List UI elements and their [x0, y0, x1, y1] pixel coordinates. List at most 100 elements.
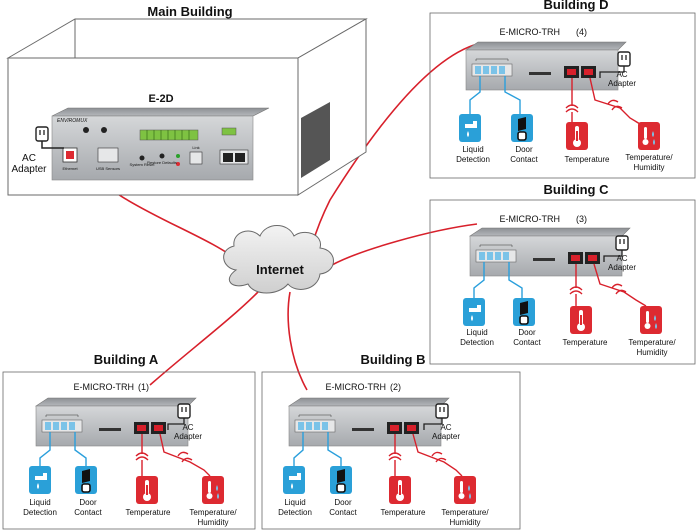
building-c-liquid-1: Liquid — [466, 328, 487, 337]
building-c-temperature-icon — [570, 306, 592, 334]
e2d-link-label: Link — [192, 145, 199, 150]
building-c-device: E-MICRO-TRH — [500, 214, 561, 224]
building-b-temperature: Temperature — [381, 508, 426, 517]
internet-label: Internet — [256, 262, 304, 277]
usb-port — [97, 147, 119, 163]
building-d-liquid-2: Detection — [456, 155, 490, 164]
building-a-door-1: Door — [79, 498, 97, 507]
link-c-internet — [331, 223, 478, 266]
building-b-title: Building B — [361, 352, 426, 367]
building-d-title: Building D — [544, 0, 609, 12]
building-c-liquid-icon — [463, 298, 485, 326]
main-ac-adapter-icon — [35, 126, 49, 142]
building-b-liquid-2: Detection — [278, 508, 312, 517]
building-c-door-1: Door — [518, 328, 536, 337]
building-d-adapter-1: AC — [616, 70, 627, 79]
building-b-temphum-2: Humidity — [449, 518, 480, 527]
building-c-device-num: (3) — [576, 214, 587, 224]
building-b-door-icon — [329, 465, 353, 495]
building-a-temperature-icon — [136, 476, 158, 504]
building-b-temperature-icon — [389, 476, 411, 504]
main-adapter-label-1: AC — [22, 153, 36, 164]
building-a-temperature: Temperature — [126, 508, 171, 517]
building-b-adapter-2: Adapter — [432, 432, 460, 441]
building-d-temperature-icon — [566, 122, 588, 150]
e2d-device: ENVIROMUX Ethernet USB Sensors System Re… — [51, 107, 270, 181]
building-d-adapter-icon — [617, 51, 631, 67]
building-c-temphum-icon — [640, 306, 662, 334]
main-building: Main Building E-2D — [6, 4, 368, 196]
building-c-temperature: Temperature — [563, 338, 608, 347]
building-c-adapter-1: AC — [616, 254, 627, 263]
main-adapter-label-2: Adapter — [11, 164, 47, 175]
building-c-title: Building C — [544, 182, 610, 197]
building-a-temphum-2: Humidity — [197, 518, 228, 527]
e2d-restore-label: Restore Defaults — [147, 160, 177, 165]
building-d: Building D E-MICRO-TRH (4) AC Adapter Li… — [429, 0, 696, 179]
building-a-title: Building A — [94, 352, 159, 367]
building-d-device-num: (4) — [576, 27, 587, 37]
building-b-adapter-1: AC — [440, 423, 451, 432]
building-a-device-num: (1) — [138, 382, 149, 392]
building-a-liquid-icon — [29, 466, 51, 494]
e2d-ethernet-label: Ethernet — [62, 166, 78, 171]
building-d-device: E-MICRO-TRH — [500, 27, 561, 37]
building-b-door-2: Contact — [329, 508, 357, 517]
building-d-temphum-icon — [638, 122, 660, 150]
building-b-liquid-1: Liquid — [284, 498, 305, 507]
link-b-internet — [287, 291, 308, 391]
building-c-temphum-2: Humidity — [636, 348, 667, 357]
building-c-liquid-2: Detection — [460, 338, 494, 347]
building-a-liquid-1: Liquid — [29, 498, 50, 507]
link-d-internet — [311, 44, 475, 246]
network-links — [71, 44, 478, 391]
building-c-micro-device — [469, 227, 631, 277]
building-d-temperature: Temperature — [565, 155, 610, 164]
building-d-door-icon — [510, 113, 534, 143]
building-a-adapter-1: AC — [182, 423, 193, 432]
building-b-micro-device — [288, 397, 450, 447]
terminal-block — [139, 129, 199, 141]
building-d-temphum-1: Temperature/ — [625, 153, 673, 162]
e2d-title: E-2D — [148, 93, 173, 105]
building-d-liquid-icon — [459, 114, 481, 142]
building-a-device: E-MICRO-TRH — [74, 382, 135, 392]
building-b: Building B E-MICRO-TRH (2) AC Adapter Li… — [261, 352, 521, 530]
building-a-adapter-2: Adapter — [174, 432, 202, 441]
building-a-door-2: Contact — [74, 508, 102, 517]
building-d-temphum-2: Humidity — [633, 163, 664, 172]
building-d-door-1: Door — [515, 145, 533, 154]
building-c: Building C E-MICRO-TRH (3) AC Adapter Li… — [429, 182, 696, 365]
e2d-brand: ENVIROMUX — [57, 118, 88, 124]
building-d-micro-device — [465, 41, 627, 91]
building-a-adapter-icon — [177, 403, 191, 419]
building-b-temphum-1: Temperature/ — [441, 508, 489, 517]
internet-cloud: Internet — [223, 225, 334, 294]
link-a-internet — [149, 291, 259, 386]
building-b-adapter-icon — [435, 403, 449, 419]
building-a-temphum-icon — [202, 476, 224, 504]
building-c-temphum-1: Temperature/ — [628, 338, 676, 347]
building-c-adapter-2: Adapter — [608, 263, 636, 272]
building-a-temphum-1: Temperature/ — [189, 508, 237, 517]
building-d-door-2: Contact — [510, 155, 538, 164]
building-a-micro-device — [35, 397, 197, 447]
building-c-door-2: Contact — [513, 338, 541, 347]
window — [301, 102, 330, 178]
building-d-liquid-1: Liquid — [462, 145, 483, 154]
e2d-reset-label: System Reset — [130, 162, 156, 167]
building-a: Building A E-MICRO-TRH (1) AC Adapter Li… — [2, 352, 256, 530]
building-b-door-1: Door — [334, 498, 352, 507]
building-b-device: E-MICRO-TRH — [326, 382, 387, 392]
main-building-title: Main Building — [147, 4, 232, 19]
e2d-usb-label: USB Sensors — [96, 166, 120, 171]
building-b-device-num: (2) — [390, 382, 401, 392]
building-a-liquid-2: Detection — [23, 508, 57, 517]
building-c-door-icon — [512, 297, 536, 327]
building-b-liquid-icon — [283, 466, 305, 494]
building-c-adapter-icon — [615, 235, 629, 251]
building-d-adapter-2: Adapter — [608, 79, 636, 88]
building-b-temphum-icon — [454, 476, 476, 504]
building-a-door-icon — [74, 465, 98, 495]
